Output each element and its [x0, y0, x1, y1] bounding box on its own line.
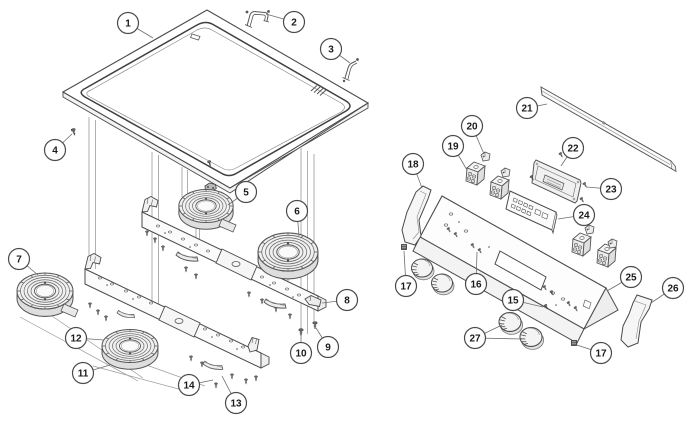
part-26-end-cap-right — [620, 294, 653, 348]
rail-handle-bracket — [116, 310, 135, 319]
callout-13: 13 — [224, 391, 248, 415]
callout-9: 9 — [316, 335, 340, 359]
callout-5: 5 — [234, 180, 258, 204]
callout-number: 12 — [70, 334, 82, 345]
part-17-clip — [401, 244, 407, 250]
part-6-burner-element — [257, 232, 319, 280]
rail-handle-bracket — [263, 298, 287, 309]
callout-number: 6 — [294, 207, 300, 218]
callout-number: 4 — [52, 146, 58, 157]
callout-16: 16 — [464, 272, 488, 296]
part-1-cooktop-glass — [61, 9, 370, 194]
callout-number: 11 — [78, 369, 89, 380]
display-window-cutout — [494, 250, 547, 291]
callout-18: 18 — [401, 152, 425, 176]
callout-number: 20 — [466, 122, 478, 133]
part-9-screw — [312, 321, 318, 330]
callout-12: 12 — [64, 326, 88, 350]
glass-marking — [189, 33, 201, 41]
callout-21: 21 — [515, 96, 539, 120]
callout-number: 7 — [16, 255, 22, 266]
part-7-burner-element — [16, 272, 79, 318]
callout-number: 9 — [325, 343, 331, 354]
callout-20: 20 — [460, 114, 484, 138]
callout-number: 2 — [291, 18, 297, 29]
callout-number: 19 — [447, 142, 459, 153]
part-23-screw — [579, 196, 586, 204]
callout-number: 24 — [578, 211, 590, 222]
callout-number: 15 — [507, 296, 519, 307]
callout-number: 16 — [470, 280, 482, 291]
part-10-screw — [298, 328, 304, 337]
lower-mounting-rail — [84, 252, 270, 369]
callout-8: 8 — [335, 288, 359, 312]
callout-number: 14 — [183, 381, 195, 392]
callout-number: 10 — [295, 349, 307, 360]
callout-27: 27 — [463, 326, 487, 350]
rail-handle-bracket — [175, 251, 199, 262]
callout-19: 19 — [441, 134, 465, 158]
callout-number: 26 — [667, 284, 679, 295]
callout-number: 1 — [125, 19, 131, 30]
part-13-handle-bracket — [202, 360, 224, 370]
upper-mounting-rail — [141, 195, 327, 312]
part-5-burner-element — [178, 189, 237, 233]
part-18-end-cap-left — [401, 185, 432, 246]
callout-6: 6 — [285, 199, 309, 223]
part-11-12-burner-assembly — [101, 329, 159, 370]
callout-22: 22 — [561, 136, 585, 160]
callout-number: 27 — [469, 334, 481, 345]
callout-number: 25 — [625, 273, 637, 284]
callout-26: 26 — [661, 276, 685, 300]
callout-4: 4 — [43, 138, 67, 162]
part-3-mounting-bracket — [342, 58, 359, 83]
callout-number: 8 — [344, 296, 350, 307]
callout-24: 24 — [572, 203, 596, 227]
callout-number: 23 — [605, 185, 617, 196]
part-24-membrane-keypad — [505, 190, 558, 235]
callout-number: 18 — [407, 160, 419, 171]
callout-17: 17 — [589, 341, 613, 365]
part-21-trim-strip — [540, 86, 677, 173]
callout-number: 21 — [521, 104, 533, 115]
callout-number: 5 — [243, 188, 249, 199]
callout-number: 22 — [567, 144, 579, 155]
callout-25: 25 — [619, 265, 643, 289]
callout-1: 1 — [116, 11, 140, 35]
part-22-control-module — [529, 151, 589, 204]
part-14-screw — [213, 382, 219, 389]
callout-7: 7 — [7, 247, 31, 271]
callout-15: 15 — [501, 288, 525, 312]
part-2-mounting-bracket — [244, 10, 270, 28]
callout-number: 3 — [328, 45, 334, 56]
callout-23: 23 — [599, 177, 623, 201]
callout-17: 17 — [394, 274, 418, 298]
callout-number: 13 — [230, 399, 242, 410]
callout-3: 3 — [319, 37, 343, 61]
part-8-bracket-clip — [304, 294, 322, 308]
part-25-control-panel — [412, 195, 619, 344]
callout-number: 17 — [595, 349, 607, 360]
callout-11: 11 — [71, 361, 95, 385]
callout-14: 14 — [177, 373, 201, 397]
callout-number: 17 — [400, 282, 412, 293]
part-17-clip — [571, 340, 577, 346]
callout-10: 10 — [289, 341, 313, 365]
callout-2: 2 — [282, 10, 306, 34]
brand-logo-hatch — [310, 85, 327, 96]
